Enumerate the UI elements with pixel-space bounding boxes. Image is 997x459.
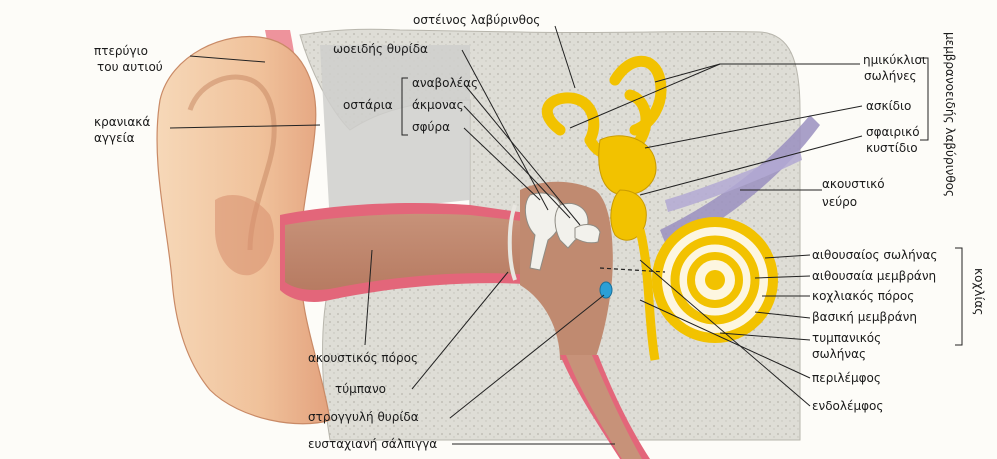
label-oeidis-thyrida: ωοειδής θυρίδα — [333, 42, 428, 56]
label-solinas: σωλήνας — [812, 347, 866, 361]
inner-bone-region — [320, 45, 470, 225]
label-kystidio: κυστίδιο — [866, 141, 918, 155]
label-akoustiko: ακουστικό — [822, 177, 885, 191]
label-tympano: τύμπανο — [335, 382, 386, 396]
label-efstachiani-salpigga: ευσταχιανή σάλπιγγα — [308, 437, 437, 451]
label-kraniaka: κρανιακά — [94, 115, 150, 129]
label-strongyli-thyrida: στρογγυλή θυρίδα — [308, 410, 419, 424]
label-pterygio: πτερύγιο — [94, 44, 148, 58]
label-aithousaios-solinas: αιθουσαίος σωλήνας — [812, 248, 937, 262]
label-ostaria: οστάρια — [343, 98, 393, 112]
label-akoustikos-poros: ακουστικός πόρος — [308, 351, 418, 365]
label-akmonas: άκμονας — [412, 98, 464, 112]
label-sfairiko: σφαιρικό — [866, 125, 920, 139]
label-ostinos-lavyrinthos: οστέινος λαβύρινθος — [413, 13, 540, 27]
stapes — [575, 225, 600, 243]
label-kochlias: κοχλίας — [972, 268, 986, 315]
membranous-labyrinth-bracket — [920, 58, 928, 140]
label-kochliakos-poros: κοχλιακός πόρος — [812, 289, 914, 303]
label-perilemfos: περιλέμφος — [812, 371, 881, 385]
label-membranodis-lavyrinthos: μεμβρανοειδής λαβύρινθος — [943, 32, 957, 197]
label-tou-aftiou: του αυτιού — [97, 60, 163, 74]
label-imikyklioi: ημικύκλιοι — [863, 53, 926, 67]
label-nevro: νεύρο — [822, 195, 857, 209]
round-window — [600, 282, 612, 298]
label-sfyra: σφύρα — [412, 120, 450, 134]
label-solines: σωλήνες — [864, 69, 917, 83]
label-tympanikos: τυμπανικός — [812, 331, 881, 345]
label-vasiki-memvrani: βασική μεμβράνη — [812, 310, 917, 324]
label-aithousaia-memvrani: αιθουσαία μεμβράνη — [812, 269, 936, 283]
label-askidio: ασκίδιο — [866, 99, 911, 113]
label-anavoleas: αναβολέας — [412, 76, 478, 90]
label-aggeia: αγγεία — [94, 131, 135, 145]
cochlea-bracket — [955, 248, 962, 345]
label-endolemfos: ενδολέμφος — [812, 399, 883, 413]
